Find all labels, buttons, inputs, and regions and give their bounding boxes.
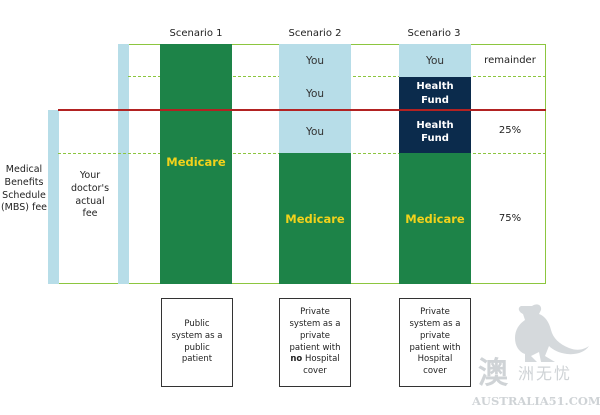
you-label: You (305, 54, 325, 67)
doctor-fee-label: Your doctor's actual fee (70, 170, 110, 220)
pct-75-label: 75% (498, 213, 522, 224)
scenario-1-medicare: Medicare (160, 44, 232, 284)
scenario-2-you-lower: You (279, 110, 351, 153)
remainder-label: remainder (484, 55, 536, 66)
scenario-1-description: Public system as a public patient (161, 298, 233, 387)
scenario-2-you-top: You (279, 44, 351, 77)
watermark: 澳 洲无忧 AUSTRALIA51.COM (472, 298, 600, 415)
you-label: You (305, 87, 325, 100)
emphasis-no: no (290, 354, 303, 365)
watermark-domain: AUSTRALIA51.COM (472, 394, 600, 408)
medicare-label: Medicare (285, 211, 345, 226)
mbs-fee-bar (48, 110, 59, 284)
medicare-label: Medicare (405, 211, 465, 226)
pct-25-label: 25% (498, 125, 522, 136)
watermark-big-char: 澳 (478, 356, 508, 391)
mbs-fee-label: Medical Benefits Schedule (MBS) fee (0, 164, 48, 214)
scenario-2-description: Private system as a private patient with… (279, 298, 351, 387)
scenario-2-you-middle: You (279, 77, 351, 110)
watermark-chars: 洲无忧 (518, 364, 573, 383)
header-scenario-3: Scenario 3 (407, 28, 461, 39)
scenario-3-you: You (399, 44, 471, 77)
medicare-label: Medicare (166, 155, 226, 169)
kangaroo-logo-icon (515, 304, 589, 362)
mbs-fee-line (58, 109, 546, 111)
scenario-3-description: Private system as a private patient with… (399, 298, 471, 387)
scenario-2-medicare: Medicare (279, 153, 351, 284)
header-scenario-1: Scenario 1 (169, 28, 223, 39)
you-label: You (305, 125, 325, 138)
scenario-3-medicare: Medicare (399, 153, 471, 284)
header-scenario-2: Scenario 2 (288, 28, 342, 39)
you-label: You (425, 54, 445, 67)
actual-fee-bar (118, 44, 129, 284)
